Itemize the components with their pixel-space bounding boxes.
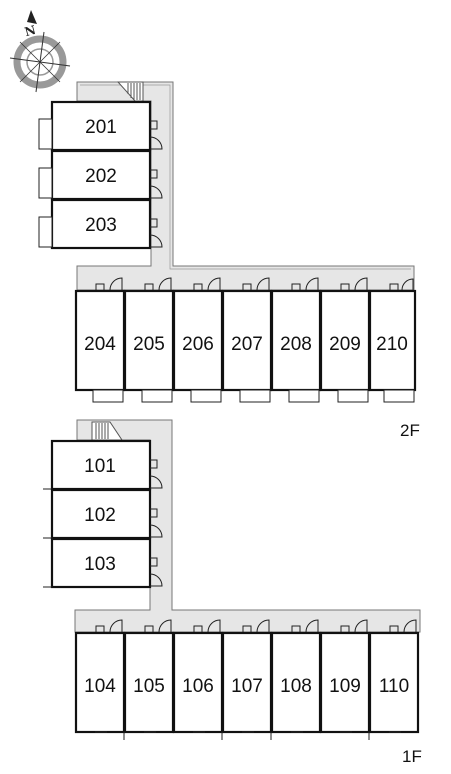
floor-2f-plan: 201 202 203 204 205 206 <box>38 81 420 440</box>
unit-204: 204 <box>74 289 126 392</box>
unit-label: 210 <box>376 334 408 355</box>
unit-label: 109 <box>329 676 361 697</box>
unit-210: 210 <box>368 289 417 392</box>
door-icon <box>95 277 414 291</box>
unit-104: 104 <box>74 631 126 734</box>
unit-209: 209 <box>319 289 371 392</box>
unit-102: 102 <box>43 488 152 540</box>
unit-203: 203 <box>38 198 152 250</box>
compass-icon: N <box>9 10 71 93</box>
unit-208: 208 <box>270 289 322 392</box>
unit-label: 103 <box>84 554 116 575</box>
unit-205: 205 <box>123 289 175 392</box>
unit-label: 202 <box>85 166 117 187</box>
unit-label: 110 <box>379 676 409 697</box>
unit-label: 204 <box>84 334 116 355</box>
compass-north-label: N <box>23 23 37 39</box>
unit-201: 201 <box>38 100 152 152</box>
unit-207: 207 <box>221 289 273 392</box>
unit-label: 108 <box>280 676 312 697</box>
unit-label: 104 <box>84 676 116 697</box>
balcony-icon <box>92 389 415 403</box>
unit-106: 106 <box>172 631 224 734</box>
unit-label: 208 <box>280 334 312 355</box>
unit-label: 201 <box>85 117 117 138</box>
unit-label: 209 <box>329 334 361 355</box>
unit-109: 109 <box>319 631 371 734</box>
unit-label: 206 <box>182 334 214 355</box>
unit-label: 107 <box>231 676 263 697</box>
unit-label: 205 <box>133 334 165 355</box>
unit-206: 206 <box>172 289 224 392</box>
unit-label: 207 <box>231 334 263 355</box>
floor-1f-plan: 101 102 103 104 105 106 <box>43 419 422 766</box>
door-icon <box>149 459 163 587</box>
unit-107: 107 <box>221 631 273 734</box>
unit-label: 105 <box>133 676 165 697</box>
unit-label: 106 <box>182 676 214 697</box>
unit-110: 110 <box>368 631 420 734</box>
unit-105: 105 <box>123 631 175 734</box>
window-marks <box>95 731 401 740</box>
unit-108: 108 <box>270 631 322 734</box>
floor-label-1f: 1F <box>402 747 422 766</box>
door-icon <box>95 619 417 633</box>
unit-101: 101 <box>43 439 152 491</box>
unit-label: 102 <box>84 505 116 526</box>
unit-label: 101 <box>84 456 116 477</box>
unit-label: 203 <box>85 215 117 236</box>
unit-103: 103 <box>43 537 152 589</box>
floor-label-2f: 2F <box>400 421 420 440</box>
door-icon <box>149 120 163 248</box>
unit-202: 202 <box>38 149 152 201</box>
